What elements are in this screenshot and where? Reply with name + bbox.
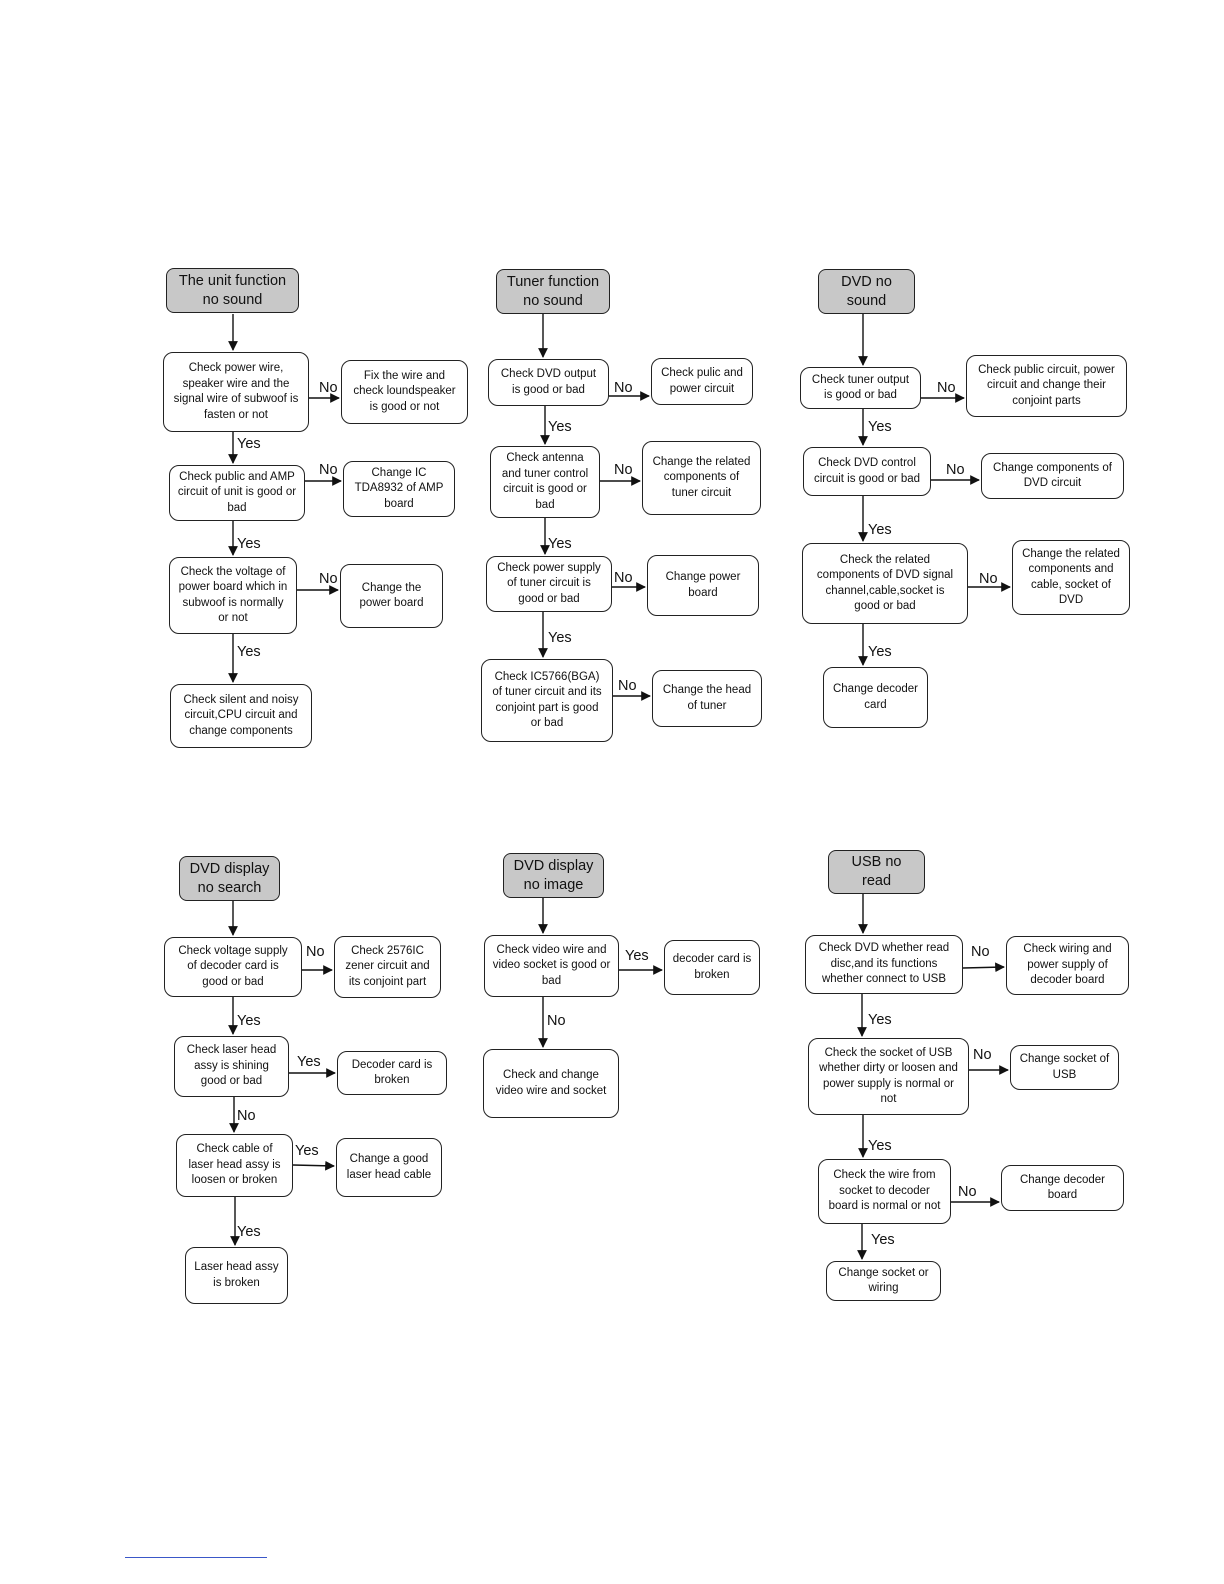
connector-arrow-37: [962, 962, 1005, 973]
flowchart-2-step-2: Check antenna and tuner control circuit …: [490, 446, 600, 518]
flowchart-2-step-1: Check DVD output is good or bad: [488, 359, 609, 406]
flowchart-2-branch-2: Change the related components of tuner c…: [642, 441, 761, 515]
flowchart-6-no-label-3: No: [958, 1184, 977, 1200]
flowchart-2-step-4: Check IC5766(BGA) of tuner circuit and i…: [481, 659, 613, 742]
flowchart-5-yes-label-1: Yes: [625, 948, 649, 964]
flowchart-2-no-label-2: No: [614, 462, 633, 478]
flowchart-6-step-3: Check the wire from socket to decoder bo…: [818, 1159, 951, 1224]
flowchart-2-branch-3: Change power board: [647, 555, 759, 616]
flowchart-2-no-label-4: No: [618, 678, 637, 694]
flowchart-1-branch-1: Fix the wire and check loundspeaker is g…: [341, 360, 468, 424]
flowchart-4-yes-label-1: Yes: [237, 1013, 261, 1029]
flowchart-4-yes-label-3: Yes: [237, 1224, 261, 1240]
flowchart-2-no-label-3: No: [614, 570, 633, 586]
flowchart-1-yes-label-1: Yes: [237, 436, 261, 452]
flowchart-3-yes-label-3: Yes: [868, 644, 892, 660]
flowchart-2-yes-label-2: Yes: [548, 536, 572, 552]
flowchart-4-no-label-1: No: [306, 944, 325, 960]
flowchart-4-branch-3: Change a good laser head cable: [336, 1138, 442, 1197]
flowchart-1-yes-label-3: Yes: [237, 644, 261, 660]
flowchart-4-yes-label-branch-3: Yes: [295, 1143, 319, 1159]
flowchart-2-title: Tuner function no sound: [496, 269, 610, 314]
flowchart-6-branch-2: Change socket of USB: [1010, 1045, 1119, 1090]
flowchart-6-step-4: Change socket or wiring: [826, 1261, 941, 1301]
flowchart-4-branch-2: Decoder card is broken: [337, 1051, 447, 1095]
flowchart-3-branch-2: Change components of DVD circuit: [981, 453, 1124, 499]
flowchart-6-yes-label-2: Yes: [868, 1138, 892, 1154]
flowchart-1-branch-3: Change the power board: [340, 564, 443, 628]
flowchart-2-step-3: Check power supply of tuner circuit is g…: [486, 556, 612, 612]
footnote-separator: [125, 1557, 267, 1558]
flowchart-2-branch-4: Change the head of tuner: [652, 670, 762, 727]
flowchart-2-yes-label-1: Yes: [548, 419, 572, 435]
connector-arrow-29: [292, 1160, 335, 1171]
flowchart-3-no-label-2: No: [946, 462, 965, 478]
flowchart-5-title: DVD display no image: [503, 853, 604, 898]
flowchart-3-step-2: Check DVD control circuit is good or bad: [803, 447, 931, 496]
flowchart-6-title: USB no read: [828, 850, 925, 894]
flowchart-3-yes-label-1: Yes: [868, 419, 892, 435]
flowchart-6-step-1: Check DVD whether read disc,and its func…: [805, 935, 963, 994]
flowchart-3-no-label-1: No: [937, 380, 956, 396]
flowchart-3-yes-label-2: Yes: [868, 522, 892, 538]
flowchart-3-branch-1: Check public circuit, power circuit and …: [966, 355, 1127, 417]
flowchart-4-no-label-down: No: [237, 1108, 256, 1124]
flowchart-5-step-2: Check and change video wire and socket: [483, 1049, 619, 1118]
flowchart-1-step-2: Check public and AMP circuit of unit is …: [169, 465, 305, 521]
flowchart-2-no-label-1: No: [614, 380, 633, 396]
flowchart-6-branch-3: Change decoder board: [1001, 1165, 1124, 1211]
flowchart-1-branch-2: Change IC TDA8932 of AMP board: [343, 461, 455, 517]
flowchart-6-no-label-1: No: [971, 944, 990, 960]
flowchart-6-step-2: Check the socket of USB whether dirty or…: [808, 1038, 969, 1115]
flowchart-5-no-label-1: No: [547, 1013, 566, 1029]
flowchart-1-step-3: Check the voltage of power board which i…: [169, 557, 297, 634]
flowchart-3-branch-3: Change the related components and cable,…: [1012, 540, 1130, 615]
flowchart-6-yes-label-3: Yes: [871, 1232, 895, 1248]
flowchart-4-title: DVD display no search: [179, 856, 280, 901]
flowchart-1-yes-label-2: Yes: [237, 536, 261, 552]
flowchart-3-step-4: Change decoder card: [823, 667, 928, 728]
flowchart-2-yes-label-3: Yes: [548, 630, 572, 646]
flowchart-1-no-label-2: No: [319, 462, 338, 478]
flowchart-4-yes-label-branch-2: Yes: [297, 1054, 321, 1070]
flowchart-4-step-2: Check laser head assy is shining good or…: [174, 1036, 289, 1097]
flowchart-1-title: The unit function no sound: [166, 268, 299, 313]
flowchart-4-branch-1: Check 2576IC zener circuit and its conjo…: [334, 936, 441, 998]
flowchart-4-step-4: Laser head assy is broken: [185, 1247, 288, 1304]
flowchart-3-no-label-3: No: [979, 571, 998, 587]
flowchart-6-no-label-2: No: [973, 1047, 992, 1063]
flowchart-4-step-3: Check cable of laser head assy is loosen…: [176, 1134, 293, 1197]
flowchart-6-branch-1: Check wiring and power supply of decoder…: [1006, 936, 1129, 995]
flowchart-1-no-label-1: No: [319, 380, 338, 396]
flowchart-4-step-1: Check voltage supply of decoder card is …: [164, 937, 302, 997]
flowchart-5-step-1: Check video wire and video socket is goo…: [484, 935, 619, 997]
flowchart-1-no-label-3: No: [319, 571, 338, 587]
flowchart-3-step-3: Check the related components of DVD sign…: [802, 543, 968, 624]
flowchart-5-branch-1: decoder card is broken: [664, 940, 760, 995]
flowchart-1-step-1: Check power wire, speaker wire and the s…: [163, 352, 309, 432]
flowchart-6-yes-label-1: Yes: [868, 1012, 892, 1028]
flowchart-3-step-1: Check tuner output is good or bad: [800, 367, 921, 409]
flowchart-3-title: DVD no sound: [818, 269, 915, 314]
flowchart-1-step-4: Check silent and noisy circuit,CPU circu…: [170, 684, 312, 748]
flowchart-2-branch-1: Check pulic and power circuit: [651, 358, 753, 405]
